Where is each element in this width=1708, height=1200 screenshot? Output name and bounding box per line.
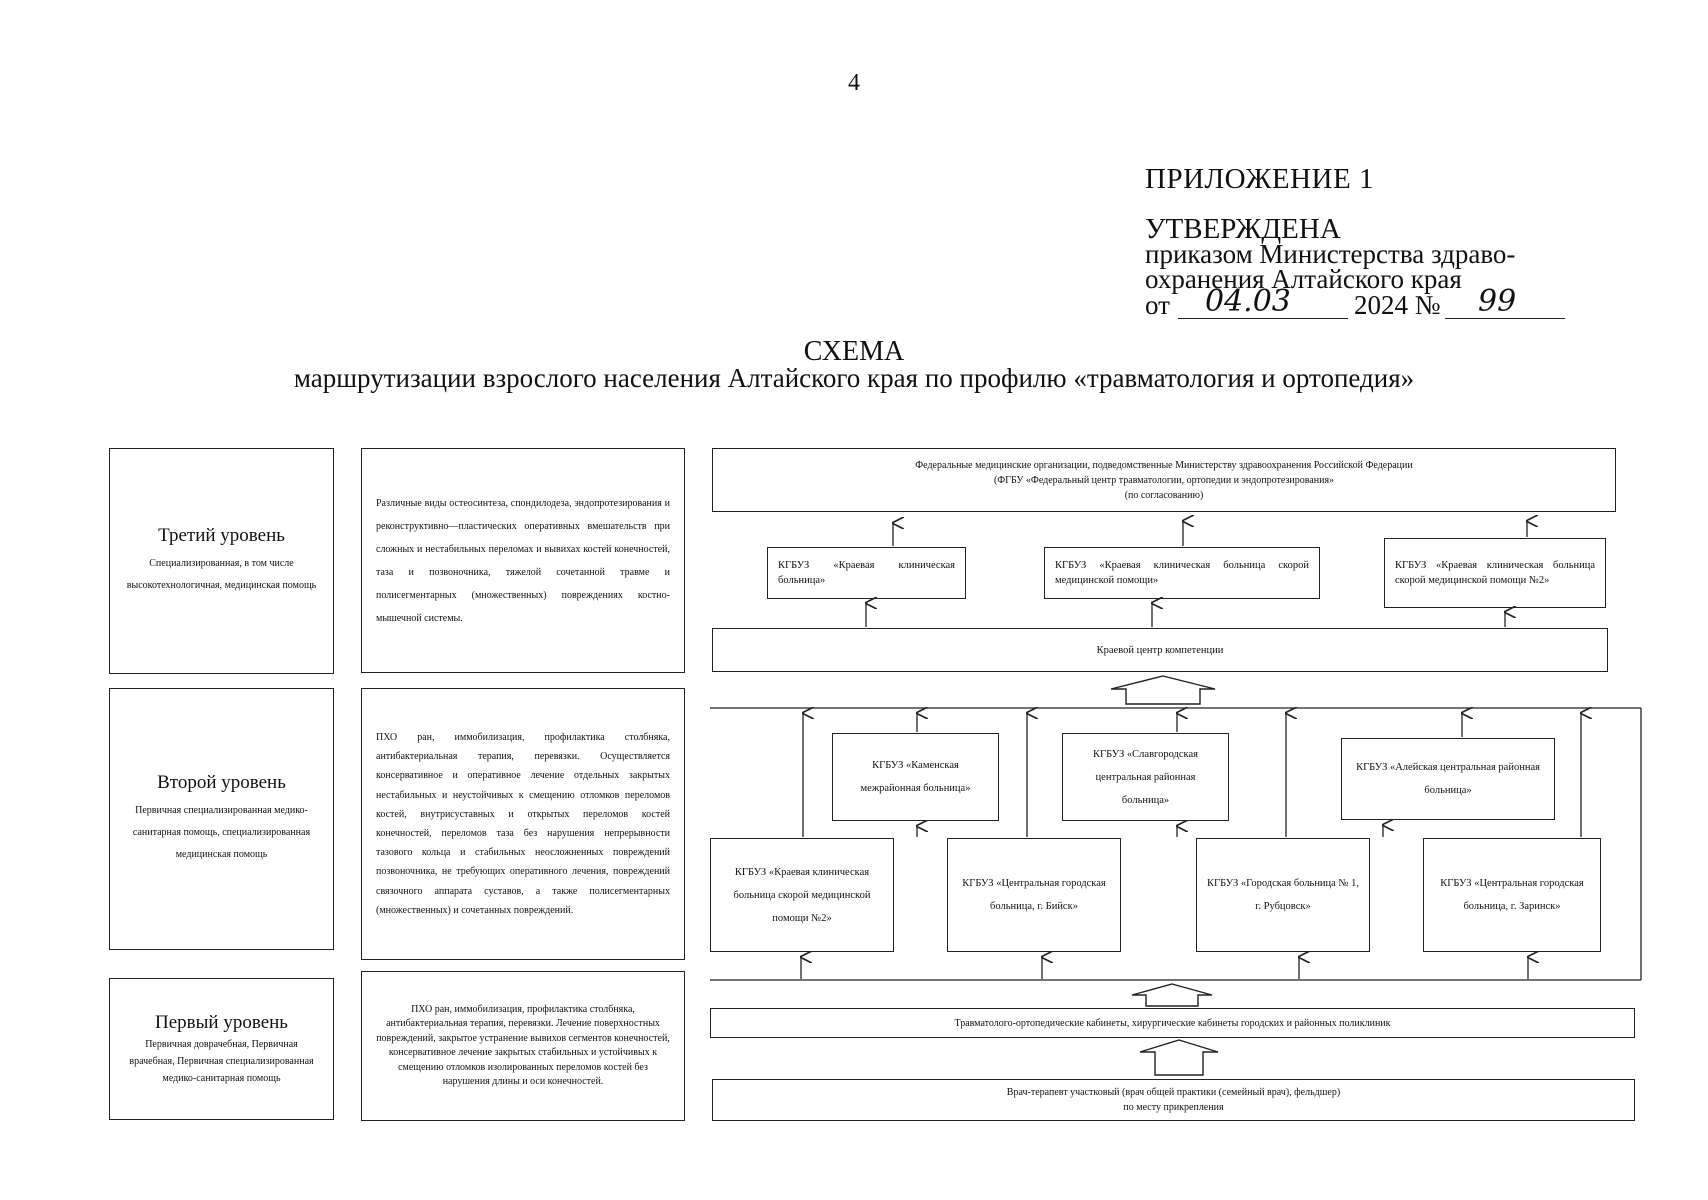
- org-kkbsmp-2-second: КГБУЗ «Краевая клиническая больница скор…: [710, 838, 894, 952]
- order-year-label: 2024 №: [1354, 290, 1441, 320]
- org-biysk: КГБУЗ «Центральная городская больница, г…: [947, 838, 1121, 952]
- org-kkbsmp: КГБУЗ «Краевая клиническая больница скор…: [1044, 547, 1320, 599]
- federal-line-2: (ФГБУ «Федеральный центр травматологии, …: [993, 474, 1335, 486]
- second-level-services: ПХО ран, иммобилизация, профилактика сто…: [361, 688, 685, 960]
- federal-organizations-box: Федеральные медицинские организации, под…: [712, 448, 1616, 512]
- first-level-services-text: ПХО ран, иммобилизация, профилактика сто…: [376, 1003, 670, 1088]
- org-kamenskaya: КГБУЗ «Каменская межрайонная больница»: [832, 733, 999, 821]
- federal-line-3: (по согласованию): [1124, 489, 1204, 501]
- third-level-box: Третий уровень Специализированная, в том…: [109, 448, 334, 674]
- order-from-label: от: [1145, 290, 1170, 320]
- org-kkbsmp-2: КГБУЗ «Краевая клиническая больница скор…: [1384, 538, 1606, 608]
- first-level-name: Первый уровень: [155, 1011, 288, 1033]
- block-arrow-to-center: [1110, 675, 1216, 705]
- order-line-2: охранения Алтайского края: [1145, 264, 1462, 294]
- schema-subtitle: маршрутизации взрослого населения Алтайс…: [293, 363, 1415, 393]
- second-level-services-text: ПХО ран, иммобилизация, профилактика сто…: [376, 731, 670, 916]
- order-line-1: приказом Министерства здраво-: [1145, 239, 1516, 269]
- third-level-desc: Специализированная, в том числе высокоте…: [126, 558, 317, 591]
- date-underline: [1178, 318, 1348, 319]
- first-level-desc: Первичная доврачебная, Первичная врачебн…: [129, 1038, 314, 1084]
- number-underline: [1445, 318, 1565, 319]
- block-arrow-to-second: [1131, 983, 1213, 1007]
- second-level-desc: Первичная специализированная медико-сани…: [132, 805, 311, 860]
- third-level-services: Различные виды остеосинтеза, спондилодез…: [361, 448, 685, 673]
- org-aleyskaya: КГБУЗ «Алейская центральная районная бол…: [1341, 738, 1555, 820]
- cabinets-box: Травматолого-ортопедические кабинеты, хи…: [710, 1008, 1635, 1038]
- competence-center-box: Краевой центр компетенции: [712, 628, 1608, 672]
- third-level-services-text: Различные виды остеосинтеза, спондилодез…: [376, 497, 670, 624]
- therapist-box: Врач-терапевт участковый (врач общей пра…: [712, 1079, 1635, 1121]
- block-arrow-to-cabinets: [1139, 1039, 1219, 1076]
- handwritten-date: 04.03: [1205, 284, 1291, 319]
- first-level-box: Первый уровень Первичная доврачебная, Пе…: [109, 978, 334, 1120]
- second-level-box: Второй уровень Первичная специализирован…: [109, 688, 334, 950]
- third-level-name: Третий уровень: [158, 525, 285, 546]
- second-level-name: Второй уровень: [157, 772, 286, 793]
- appendix-label: ПРИЛОЖЕНИЕ 1: [1145, 163, 1374, 195]
- org-slavgorodskaya: КГБУЗ «Славгородская центральная районна…: [1062, 733, 1229, 821]
- first-level-services: ПХО ран, иммобилизация, профилактика сто…: [361, 971, 685, 1121]
- handwritten-number: 99: [1478, 284, 1517, 319]
- federal-line-1: Федеральные медицинские организации, под…: [915, 459, 1413, 471]
- page-number: 4: [848, 70, 860, 96]
- org-zarinsk: КГБУЗ «Центральная городская больница, г…: [1423, 838, 1601, 952]
- org-kkb: КГБУЗ «Краевая клиническая больница»: [767, 547, 966, 599]
- org-rubtsovsk: КГБУЗ «Городская больница № 1, г. Рубцов…: [1196, 838, 1370, 952]
- schema-heading: СХЕМА: [803, 336, 905, 367]
- approved-label: УТВЕРЖДЕНА: [1145, 213, 1341, 245]
